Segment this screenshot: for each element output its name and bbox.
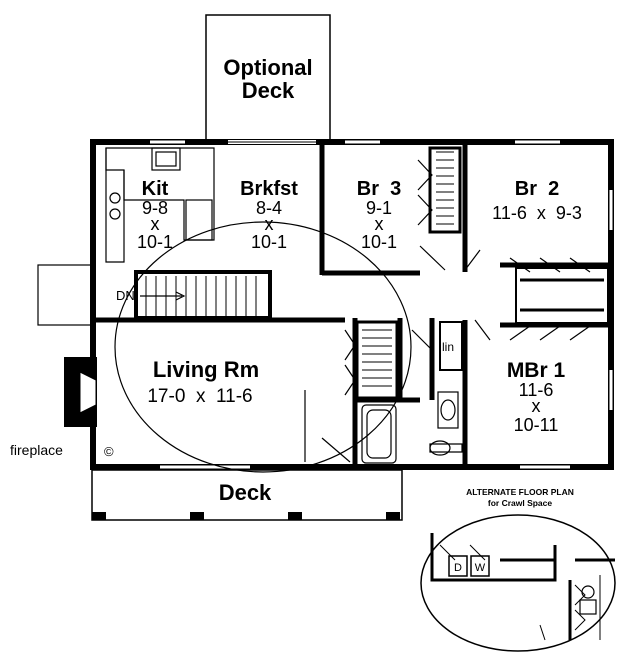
room-kit-dim2: 10-1 (137, 232, 173, 252)
side-stoop (37, 264, 94, 326)
room-br2-name: Br 2 (515, 178, 559, 200)
room-br3-name: Br 3 (357, 178, 401, 200)
copyright-mark: © (104, 444, 114, 459)
alt-plan-washer: W (475, 562, 486, 574)
optional-deck-label-2: Deck (242, 78, 295, 103)
room-living-name: Living Rm (153, 357, 259, 382)
closets (355, 146, 609, 400)
fireplace (64, 357, 97, 427)
room-kit-dim1: 9-8 (142, 198, 168, 218)
room-brkfst-dim2: 10-1 (251, 232, 287, 252)
room-living-dims: 17-0 x 11-6 (147, 386, 252, 407)
bottom-deck: Deck (91, 469, 403, 521)
room-labels: Kit 9-8 x 10-1 Brkfst 8-4 x 10-1 Br 3 9-… (137, 178, 582, 435)
fireplace-label: fireplace (10, 442, 63, 458)
bath-fixtures (361, 391, 463, 464)
room-brkfst-name: Brkfst (240, 178, 298, 200)
windows (150, 140, 613, 469)
alt-plan-dryer: D (454, 562, 462, 574)
room-mbr1-dim1: 11-6 (519, 380, 554, 400)
room-br3-x: x (375, 214, 384, 234)
stairs-down-label: DN (116, 288, 135, 303)
stairs (134, 270, 272, 320)
callout-circle (114, 221, 412, 473)
room-mbr1-x: x (532, 396, 541, 416)
alt-plan-subtitle: for Crawl Space (488, 498, 553, 508)
deck-label: Deck (219, 480, 272, 505)
room-brkfst-x: x (265, 214, 274, 234)
room-mbr1-name: MBr 1 (507, 359, 566, 382)
optional-deck-label-1: Optional (223, 55, 312, 80)
room-mbr1-dim2: 10-11 (514, 415, 559, 435)
room-brkfst-dim1: 8-4 (256, 198, 282, 218)
optional-deck: Optional Deck (205, 14, 331, 142)
room-br3-dim2: 10-1 (361, 232, 397, 252)
linen-label: lin (442, 340, 454, 354)
room-br2-dims: 11-6 x 9-3 (492, 203, 582, 223)
doors (304, 159, 591, 463)
kitchen-counters (105, 147, 215, 263)
misc-labels: DN lin © fireplace (10, 288, 454, 459)
alternate-floor-plan: ALTERNATE FLOOR PLAN for Crawl Space D W (420, 487, 616, 652)
room-kit-x: x (151, 214, 160, 234)
room-kit-name: Kit (142, 178, 169, 200)
alt-plan-title: ALTERNATE FLOOR PLAN (466, 487, 574, 497)
room-br3-dim1: 9-1 (366, 198, 392, 218)
